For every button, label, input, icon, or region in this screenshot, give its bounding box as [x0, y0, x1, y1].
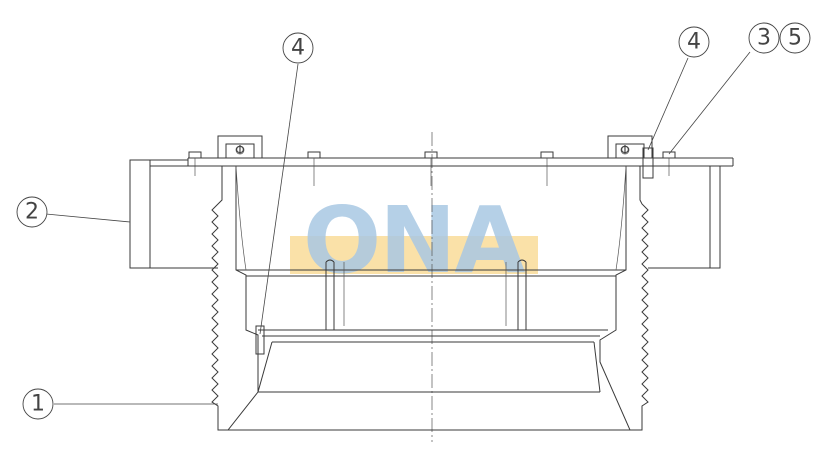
callout-3-label: 3	[757, 26, 771, 51]
cover-plate	[187, 157, 734, 167]
watermark-text: ONA	[303, 187, 525, 294]
cover-bolts	[188, 147, 676, 186]
bolt-symbol-right: Φ	[620, 143, 629, 157]
watermark: ONA	[290, 187, 538, 294]
callout-5: 5	[779, 22, 811, 54]
callout-1: 1	[22, 388, 54, 420]
casing-wall-right	[599, 165, 649, 431]
anchor-bolt-left	[255, 325, 265, 355]
leader-2	[45, 213, 131, 223]
callout-3: 3	[748, 22, 780, 54]
bolt-symbol-left: Φ	[235, 143, 244, 157]
callout-5-label: 5	[788, 26, 802, 51]
housing-ring-right	[648, 165, 721, 269]
callout-4-left: 4	[282, 32, 314, 64]
ribs	[325, 259, 527, 330]
callout-4-right-label: 4	[687, 30, 701, 55]
leader-4-right	[647, 57, 689, 151]
callout-1-label: 1	[31, 392, 45, 417]
casing-wall-left	[211, 165, 259, 431]
inner-bowl	[228, 165, 630, 431]
housing-ring-left	[129, 159, 218, 269]
leader-3	[668, 51, 751, 155]
watermark-band	[290, 236, 538, 274]
callout-4-right: 4	[678, 26, 710, 58]
lifting-lug-left: Φ	[217, 135, 263, 158]
callout-2: 2	[16, 196, 48, 228]
leader-4-left	[259, 63, 299, 335]
lifting-lug-right: Φ	[607, 135, 653, 158]
callout-2-label: 2	[25, 200, 39, 225]
callout-4-left-label: 4	[291, 36, 305, 61]
leader-lines	[45, 51, 751, 405]
